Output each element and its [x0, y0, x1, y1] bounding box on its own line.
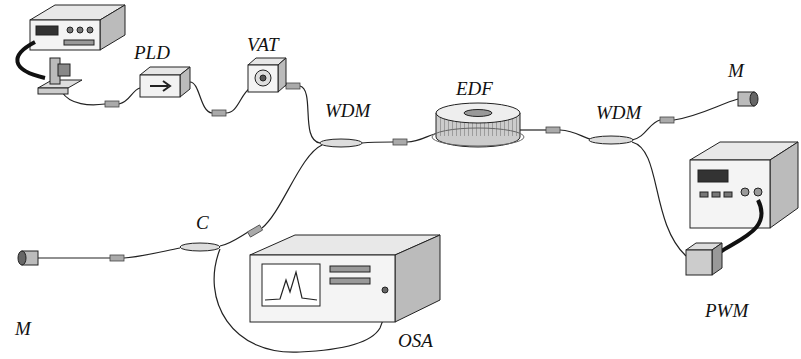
isolator [140, 67, 190, 97]
laser-driver [17, 5, 125, 94]
fibers [38, 80, 738, 352]
part-label: EDF [456, 78, 493, 100]
spectrum-analyzer [250, 235, 440, 322]
power-meter [686, 142, 798, 275]
attenuator [248, 58, 286, 92]
mirrors [18, 92, 758, 265]
part-label: VAT [247, 34, 279, 56]
part-label: C [196, 212, 209, 234]
fiber-spool [432, 103, 524, 147]
part-label: PLD [134, 42, 170, 64]
fiber-connectors [105, 83, 674, 261]
part-label: PWM [705, 300, 748, 322]
part-label: WDM [325, 100, 370, 122]
wdm-couplers [180, 136, 633, 251]
part-label: M [15, 318, 31, 340]
part-label: OSA [398, 330, 433, 352]
part-label: M [728, 60, 744, 82]
part-label: WDM [596, 102, 641, 124]
